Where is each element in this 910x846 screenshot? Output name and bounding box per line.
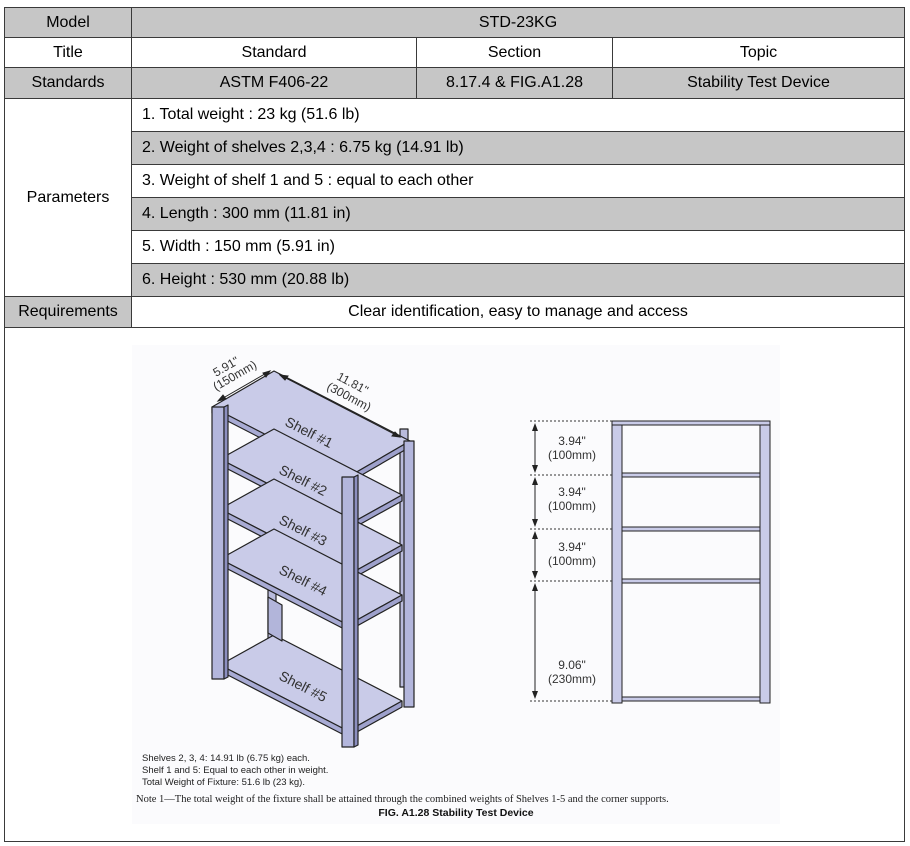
requirements-value: Clear identification, easy to manage and… — [130, 296, 906, 328]
standard-value: ASTM F406-22 — [131, 67, 417, 99]
model-label: Model — [4, 7, 132, 38]
spec-table: Model STD-23KG Title Standard Section To… — [3, 7, 906, 842]
side-dim-mm: (100mm) — [548, 448, 596, 462]
param-item: 6. Height : 530 mm (20.88 lb) — [130, 263, 906, 297]
front-left-post — [211, 406, 225, 680]
param-row: 4. Length : 300 mm (11.81 in) — [5, 197, 906, 231]
param-item: 4. Length : 300 mm (11.81 in) — [130, 197, 906, 231]
standards-label: Standards — [4, 67, 132, 99]
model-value: STD-23KG — [130, 7, 906, 38]
figure-cell: Shelf #1 Shelf #2 Shelf #3 Shelf #4 Shel… — [3, 327, 906, 842]
width-dimension — [216, 370, 272, 402]
figure-caption: Shelves 2, 3, 4: 14.91 lb (6.75 kg) each… — [142, 753, 310, 764]
figure: Shelf #1 Shelf #2 Shelf #3 Shelf #4 Shel… — [132, 345, 780, 824]
parameters-label: Parameters — [4, 98, 132, 297]
left-post — [611, 420, 623, 704]
shelf-line — [621, 696, 761, 702]
title-label: Title — [4, 37, 132, 68]
shelf-line — [621, 526, 761, 532]
side-dim-in: 3.94" — [558, 485, 586, 499]
standards-row: Standards ASTM F406-22 8.17.4 & FIG.A1.2… — [4, 67, 906, 99]
figure-row: Shelf #1 Shelf #2 Shelf #3 Shelf #4 Shel… — [3, 327, 906, 842]
param-row: 3. Weight of shelf 1 and 5 : equal to ea… — [5, 164, 906, 198]
shelf-line — [611, 420, 771, 426]
param-item: 5. Width : 150 mm (5.91 in) — [130, 230, 906, 264]
section-header: Section — [416, 37, 613, 68]
right-front-post — [403, 440, 415, 708]
shelf-line — [621, 578, 761, 584]
side-dim-in: 3.94" — [558, 540, 586, 554]
length-dimension — [278, 374, 402, 438]
right-post — [759, 420, 771, 704]
param-item: 3. Weight of shelf 1 and 5 : equal to ea… — [130, 164, 906, 198]
side-dim-in: 3.94" — [558, 434, 586, 448]
section-value: 8.17.4 & FIG.A1.28 — [416, 67, 613, 99]
shelf-line — [621, 472, 761, 478]
side-dim-mm: (230mm) — [548, 672, 596, 686]
figure-title: FIG. A1.28 Stability Test Device — [378, 807, 534, 819]
requirements-label: Requirements — [4, 296, 132, 328]
header-row: Title Standard Section Topic — [4, 37, 906, 68]
stability-test-device-drawing: Shelf #1 Shelf #2 Shelf #3 Shelf #4 Shel… — [132, 345, 780, 824]
topic-value: Stability Test Device — [611, 67, 906, 99]
isometric-shelf-unit — [211, 370, 415, 748]
topic-header: Topic — [611, 37, 906, 68]
figure-caption: Total Weight of Fixture: 51.6 lb (23 kg)… — [142, 777, 305, 788]
requirements-row: Requirements Clear identification, easy … — [4, 296, 906, 328]
inner-support — [267, 596, 283, 642]
standard-header: Standard — [131, 37, 417, 68]
param-row: Parameters 1. Total weight : 23 kg (51.6… — [4, 98, 906, 297]
model-row: Model STD-23KG — [4, 7, 906, 38]
param-item: 1. Total weight : 23 kg (51.6 lb) — [130, 98, 906, 132]
side-dim-in: 9.06" — [558, 658, 586, 672]
front-right-post — [341, 476, 355, 748]
param-row: 5. Width : 150 mm (5.91 in) — [5, 230, 906, 264]
param-row: 2. Weight of shelves 2,3,4 : 6.75 kg (14… — [5, 131, 906, 165]
side-dim-mm: (100mm) — [548, 499, 596, 513]
figure-caption: Shelf 1 and 5: Equal to each other in we… — [142, 765, 329, 776]
side-dim-mm: (100mm) — [548, 554, 596, 568]
side-elevation — [530, 420, 771, 704]
param-item: 2. Weight of shelves 2,3,4 : 6.75 kg (14… — [130, 131, 906, 165]
figure-note: Note 1—The total weight of the fixture s… — [136, 794, 669, 805]
param-row: 6. Height : 530 mm (20.88 lb) — [5, 263, 906, 297]
